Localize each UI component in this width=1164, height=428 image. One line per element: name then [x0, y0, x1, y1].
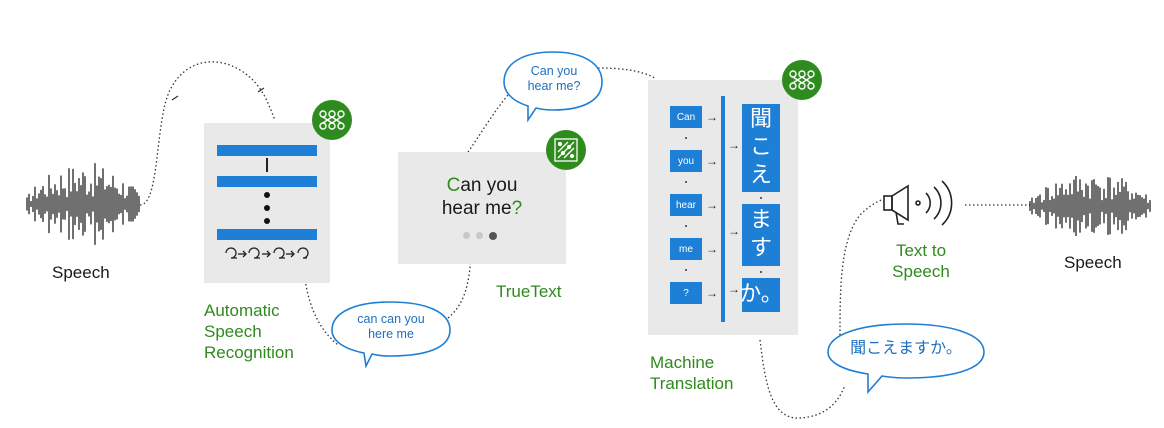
truetext-output-bubble-shape	[503, 51, 603, 123]
asr-bar-2	[217, 176, 317, 187]
arrow-icon: →	[706, 154, 718, 168]
arrow-icon: →	[706, 286, 718, 300]
asr-panel	[204, 123, 330, 283]
target-block-2: ます	[742, 204, 780, 266]
arrow-icon: →	[706, 242, 718, 256]
asr-ellipsis	[262, 190, 272, 230]
speech-right-label: Speech	[1064, 253, 1122, 272]
truetext-panel: Can you hear me?	[398, 152, 566, 264]
truetext-added-punct: ?	[511, 198, 523, 219]
neural-network-icon	[312, 100, 352, 140]
source-token-can: Can	[670, 106, 702, 128]
carousel-dots	[463, 232, 503, 240]
source-token-me: me	[670, 238, 702, 260]
asr-bar-1	[217, 145, 317, 156]
arrow-icon: →	[706, 198, 718, 212]
translation-output-bubble-shape	[827, 323, 985, 395]
arrow-icon: →	[728, 282, 740, 296]
mt-panel: Can you hear me ? → → → → → → → → 聞こえ ます…	[648, 80, 798, 335]
neural-network-icon	[782, 60, 822, 100]
asr-output-bubble-shape	[331, 301, 451, 369]
attention-bar	[721, 96, 725, 322]
arrow-icon: →	[706, 110, 718, 124]
source-token-you: you	[670, 150, 702, 172]
truetext-label: TrueText	[496, 282, 562, 301]
source-token-question: ?	[670, 282, 702, 304]
arrow-icon: →	[728, 224, 740, 238]
truetext-sentence: Can you hear me?	[398, 174, 566, 220]
translation-output-bubble: 聞こえますか。	[850, 338, 962, 357]
speech-left-label: Speech	[52, 263, 110, 282]
decoder-chain-icon	[225, 247, 309, 259]
asr-divider	[266, 158, 268, 172]
truetext-line2: hear me	[441, 198, 512, 219]
speech-waveform-icon	[1029, 175, 1151, 237]
arrow-icon: →	[728, 138, 740, 152]
circuit-board-icon	[546, 130, 586, 170]
source-token-hear: hear	[670, 194, 702, 216]
target-block-3: か。	[739, 278, 783, 312]
asr-bar-3	[217, 229, 317, 240]
speech-waveform-icon	[26, 163, 140, 245]
megaphone-icon	[883, 180, 953, 226]
truetext-corrected-letter: C	[446, 175, 461, 196]
truetext-line1: an you	[460, 175, 518, 196]
target-block-1: 聞こえ	[742, 104, 780, 192]
